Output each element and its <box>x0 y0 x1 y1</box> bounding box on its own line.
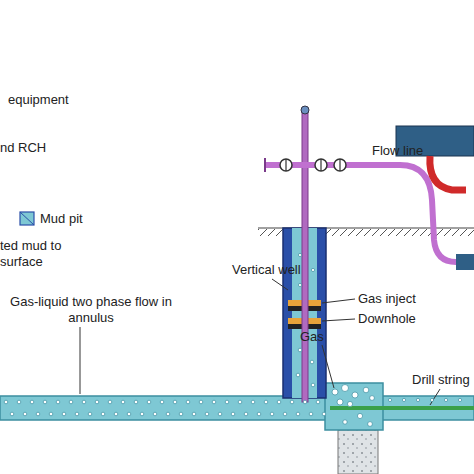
gas-bubble <box>30 400 34 404</box>
gas-bubble <box>205 412 209 416</box>
gas-bubble <box>134 400 138 404</box>
text-label: Flow line <box>372 143 423 159</box>
gas-bubble <box>147 400 151 404</box>
gas-bubble <box>82 400 86 404</box>
gas-bubble <box>430 398 433 401</box>
gas-bubble <box>225 400 229 404</box>
gas-bubble <box>212 400 216 404</box>
gas-bubble <box>127 412 131 416</box>
gas-bubble <box>23 412 27 416</box>
gas-bubble <box>56 400 60 404</box>
gas-bubble <box>402 398 405 401</box>
gas-bubble <box>114 412 118 416</box>
gas-bubble <box>264 400 268 404</box>
gas-bubble <box>192 412 196 416</box>
gas-bubble <box>296 373 300 377</box>
text-label: Drill string <box>412 372 470 388</box>
gas-bubble <box>298 253 301 256</box>
gas-bubble <box>316 400 320 404</box>
gas-bubble <box>296 412 300 416</box>
gas-bubble <box>343 420 347 424</box>
gas-bubble <box>238 400 242 404</box>
gas-bubble <box>10 412 14 416</box>
gas-bubble <box>88 412 92 416</box>
gas-bubble <box>303 400 307 404</box>
gas-bubble <box>101 412 105 416</box>
text-label: Gas-liquid two phase flow in annulus <box>6 294 176 326</box>
gas-bubble <box>257 412 261 416</box>
gas-bubble <box>75 412 79 416</box>
gas-bubble <box>342 385 349 392</box>
gas-bubble <box>179 412 183 416</box>
gas-bubble <box>370 396 375 401</box>
gas-bubble <box>283 412 287 416</box>
gas-bubble <box>332 389 338 395</box>
gas-bubble <box>416 398 419 401</box>
gas-bubble <box>108 400 112 404</box>
gas-bubble <box>368 422 373 427</box>
gas-bubble <box>298 283 301 286</box>
gas-bubble <box>347 401 352 406</box>
gas-bubble <box>388 398 391 401</box>
gas-bubble <box>140 412 144 416</box>
gas-bubble <box>311 268 314 271</box>
gas-bubble <box>199 400 203 404</box>
gas-bubble <box>309 412 313 416</box>
text-label: Vertical well <box>232 262 301 278</box>
gas-bubble <box>36 412 40 416</box>
gas-bubble <box>444 398 447 401</box>
gas-bubble <box>277 400 281 404</box>
gas-bubble <box>17 400 21 404</box>
gas-bubble <box>352 392 358 398</box>
gas-bubble <box>322 412 326 416</box>
gas-bubble <box>166 412 170 416</box>
gas-bubble <box>62 412 66 416</box>
text-label: equipment <box>8 92 69 108</box>
gas-bubble <box>49 412 53 416</box>
text-label: Gas inject <box>358 291 416 307</box>
text-label: Gas <box>300 329 324 345</box>
gas-bubble <box>121 400 125 404</box>
gas-bubble <box>231 412 235 416</box>
gas-bubble <box>337 399 343 405</box>
gas-bubble <box>160 400 164 404</box>
gas-bubble <box>251 400 255 404</box>
gas-bubble <box>186 400 190 404</box>
gas-bubble <box>43 400 47 404</box>
gas-bubble <box>69 400 73 404</box>
text-label: ted mud to surface <box>0 238 64 270</box>
gas-bubble <box>290 400 294 404</box>
gas-bubble <box>298 348 302 352</box>
gas-bubble <box>4 400 8 404</box>
gas-bubble <box>363 387 369 393</box>
text-label: Mud pit <box>40 211 83 227</box>
gas-bubble <box>95 400 99 404</box>
gas-bubble <box>310 360 314 364</box>
gas-bubble <box>458 398 461 401</box>
text-label: nd RCH <box>0 140 46 156</box>
gas-bubble <box>270 412 274 416</box>
gas-bubble <box>311 383 315 387</box>
gas-bubble <box>153 412 157 416</box>
gas-bubble <box>173 400 177 404</box>
gas-bubble <box>244 412 248 416</box>
gas-bubble <box>218 412 222 416</box>
text-label: Downhole <box>358 311 416 327</box>
gas-bubble <box>357 413 362 418</box>
